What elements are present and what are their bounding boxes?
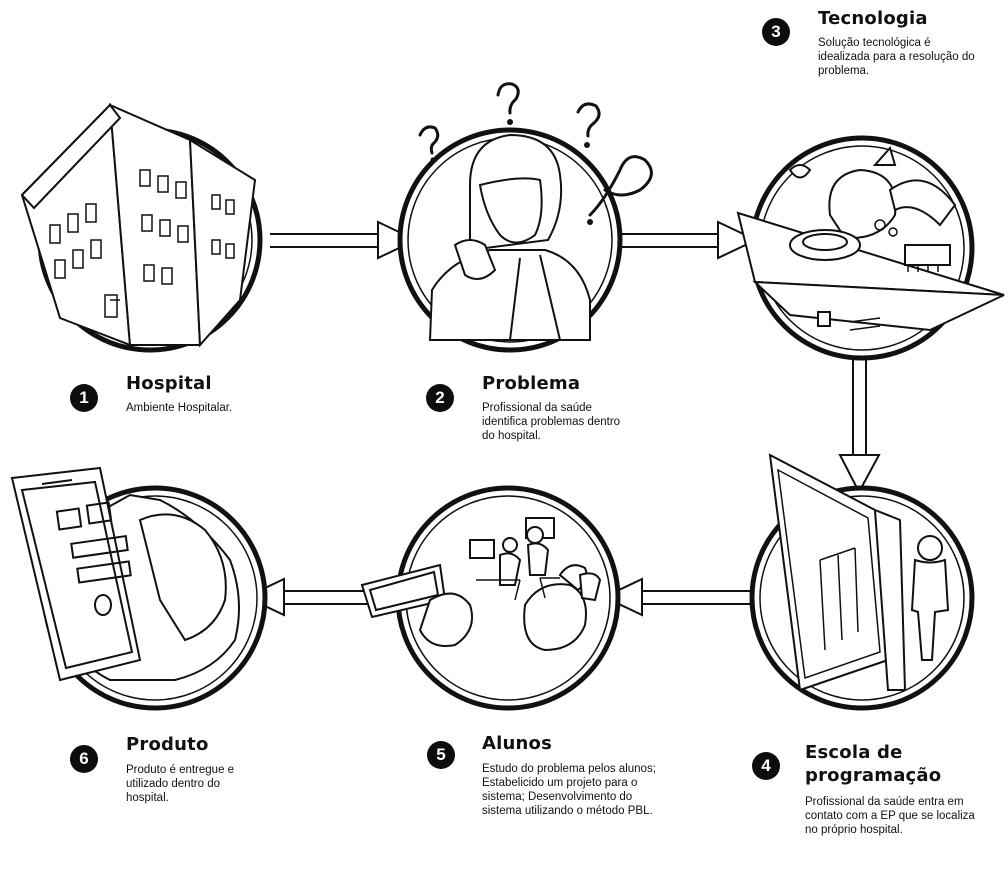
hospital-building-icon [22,105,260,350]
smartphone-product-icon [12,468,265,708]
step-title: Produto [126,734,209,756]
step-title: Alunos [482,733,552,755]
step-number-badge: 2 [426,384,454,412]
step-description: Estudo do problema pelos alunos; Estabel… [482,762,657,818]
step-title: Escola de programação [805,741,955,787]
step-title: Tecnologia [818,8,928,30]
arrow-4-to-5 [640,591,752,604]
step-number-badge: 5 [427,741,455,769]
confused-professional-icon [400,84,651,350]
students-working-icon [362,488,618,708]
step-description: Profissional da saúde entra em contato c… [805,795,980,837]
step-number-badge: 3 [762,18,790,46]
step-description: Solução tecnológica é idealizada para a … [818,36,983,78]
arrow-1-to-2 [270,234,380,247]
step-description: Produto é entregue e utilizado dentro do… [126,763,261,805]
step-number-badge: 1 [70,384,98,412]
step-description: Profissional da saúde identifica problem… [482,401,627,443]
step-number-badge: 4 [752,752,780,780]
arrow-2-to-3 [622,234,720,247]
step-description: Ambiente Hospitalar. [126,401,286,415]
step-title: Hospital [126,373,212,395]
step-title: Problema [482,373,580,395]
arrow-3-to-4 [853,352,866,455]
technology-devices-icon [738,138,1004,358]
school-doorway-icon [752,455,972,708]
step-number-badge: 6 [70,745,98,773]
